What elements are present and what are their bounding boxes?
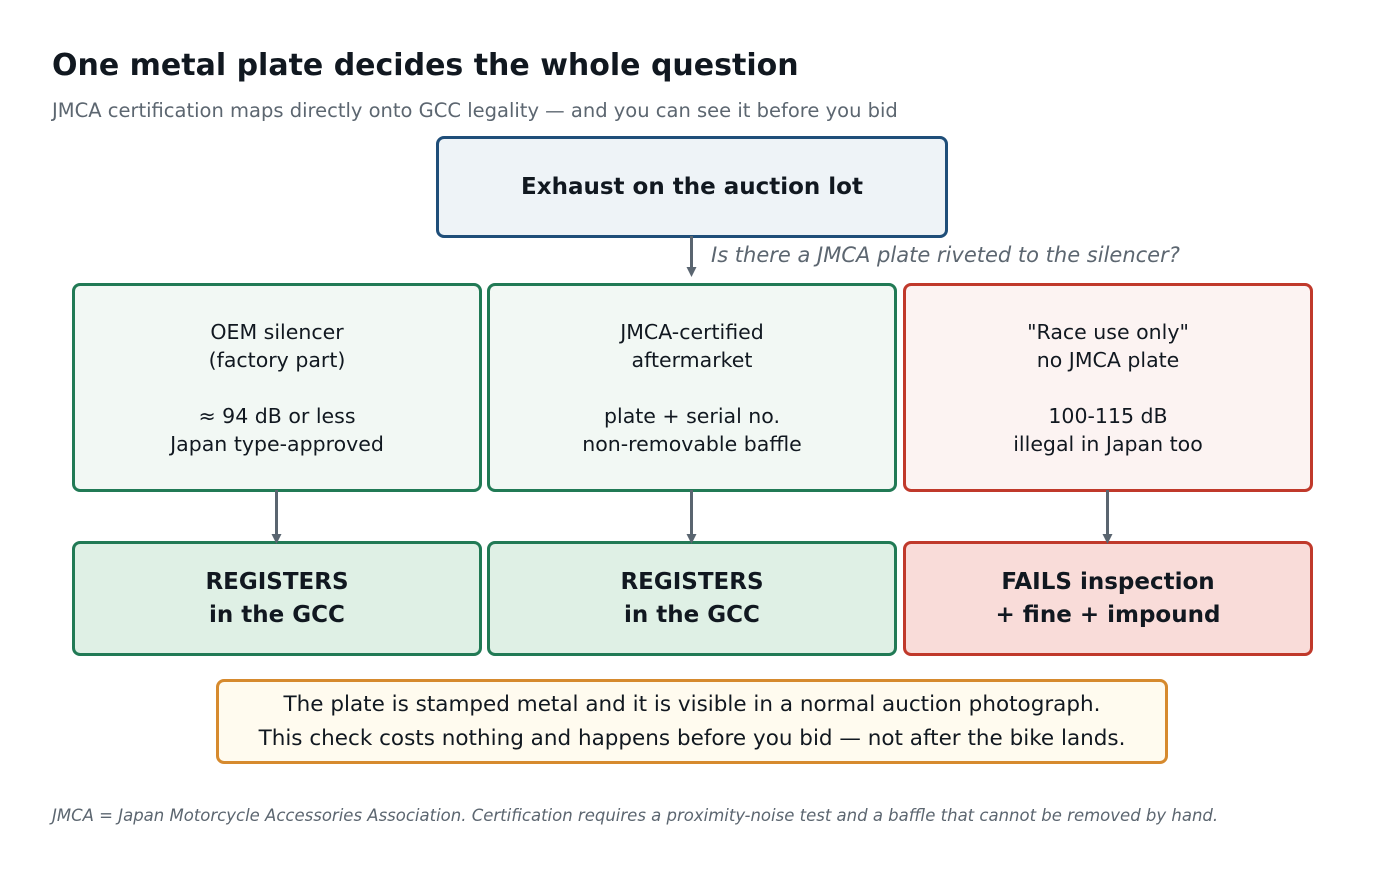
branch-line: non-removable baffle bbox=[582, 431, 802, 456]
page-title: One metal plate decides the whole questi… bbox=[52, 48, 799, 83]
root-node-label: Exhaust on the auction lot bbox=[521, 174, 863, 200]
branch-line: OEM silencer bbox=[210, 319, 344, 344]
result-line: in the GCC bbox=[209, 601, 345, 628]
branch-line: (factory part) bbox=[208, 347, 346, 372]
page-subtitle: JMCA certification maps directly onto GC… bbox=[52, 99, 898, 122]
branch-line: Japan type-approved bbox=[170, 431, 384, 456]
result-node-jmca: REGISTERS in the GCC bbox=[487, 541, 897, 656]
branch-node-oem: OEM silencer (factory part) ≈ 94 dB or l… bbox=[72, 283, 482, 492]
branch-line: "Race use only" bbox=[1027, 319, 1189, 344]
result-line: FAILS inspection bbox=[1001, 568, 1215, 595]
note-line: This check costs nothing and happens bef… bbox=[258, 725, 1126, 751]
result-node-race: FAILS inspection + fine + impound bbox=[903, 541, 1313, 656]
branch-line: no JMCA plate bbox=[1036, 347, 1180, 372]
result-line: + fine + impound bbox=[995, 601, 1221, 628]
branch-node-race: "Race use only" no JMCA plate 100-115 dB… bbox=[903, 283, 1313, 492]
branch-line: illegal in Japan too bbox=[1013, 431, 1203, 456]
result-line: in the GCC bbox=[624, 601, 760, 628]
branch-line: aftermarket bbox=[631, 347, 753, 372]
note-line: The plate is stamped metal and it is vis… bbox=[283, 691, 1101, 717]
branch-line: 100-115 dB bbox=[1048, 403, 1168, 428]
result-line: REGISTERS bbox=[620, 568, 764, 595]
branch-line: plate + serial no. bbox=[603, 403, 780, 428]
footnote: JMCA = Japan Motorcycle Accessories Asso… bbox=[52, 806, 1219, 825]
branch-node-jmca: JMCA-certified aftermarket plate + seria… bbox=[487, 283, 897, 492]
branch-line: ≈ 94 dB or less bbox=[198, 403, 356, 428]
result-node-oem: REGISTERS in the GCC bbox=[72, 541, 482, 656]
callout-note: The plate is stamped metal and it is vis… bbox=[216, 679, 1168, 764]
decision-question: Is there a JMCA plate riveted to the sil… bbox=[711, 243, 1180, 267]
result-line: REGISTERS bbox=[205, 568, 349, 595]
branch-line: JMCA-certified bbox=[620, 319, 764, 344]
